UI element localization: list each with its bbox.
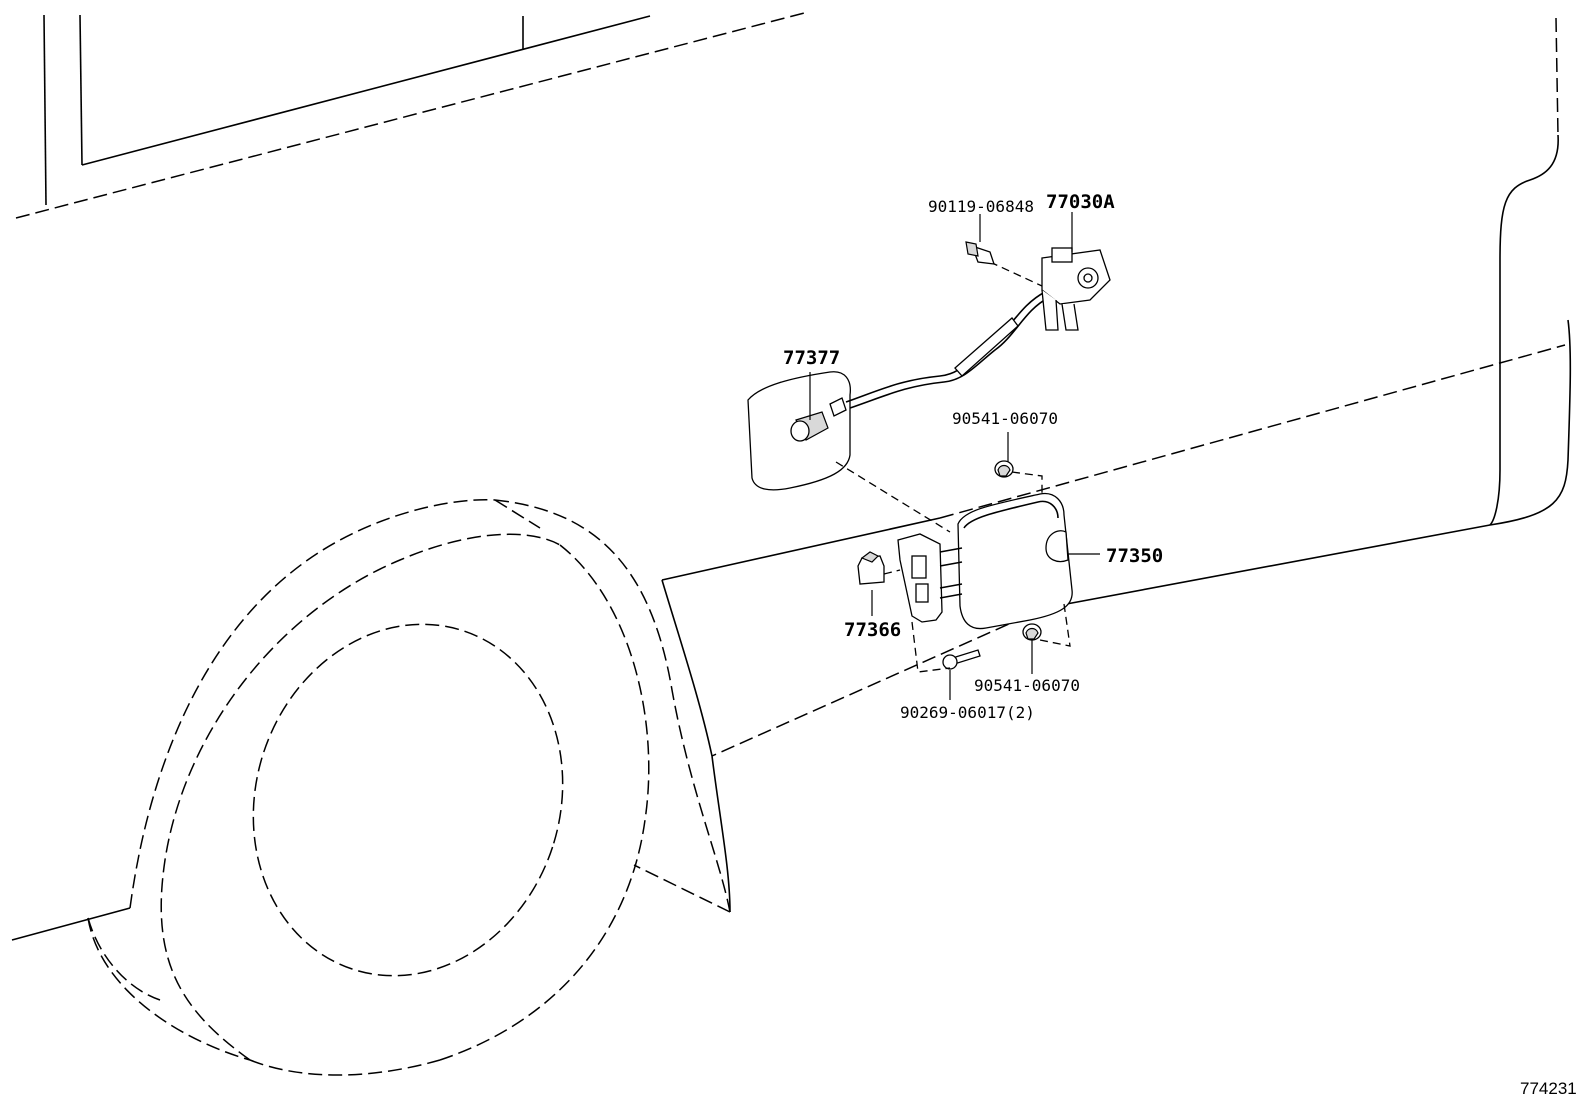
label-actuator: 77030A (1046, 191, 1115, 213)
label-clip-bottom: 90541-06070 (974, 676, 1080, 695)
diagram-id: 774231 (1520, 1079, 1577, 1098)
assembly-lines (835, 461, 1071, 673)
vehicle-body-outline (11, 11, 1572, 1076)
label-bolt-top: 90119-06848 (928, 197, 1034, 216)
label-hinge-clip: 77366 (844, 619, 901, 641)
actuator-bolt (965, 241, 995, 265)
hinge-clip (857, 551, 885, 585)
label-housing: 77377 (783, 347, 840, 369)
fuel-door-housing (747, 371, 851, 491)
hinge-bolt (942, 649, 981, 670)
label-clip-top: 90541-06070 (952, 409, 1058, 428)
fuel-door-hinge (897, 533, 963, 623)
fuel-filler-door (957, 492, 1073, 630)
label-fuel-door: 77350 (1106, 545, 1163, 567)
label-bolt-bottom: 90269-06017(2) (900, 703, 1035, 722)
clip-lower (1022, 623, 1042, 641)
clip-upper (994, 460, 1014, 478)
leader-lines (809, 212, 1100, 700)
fuel-door-actuator (845, 247, 1111, 409)
